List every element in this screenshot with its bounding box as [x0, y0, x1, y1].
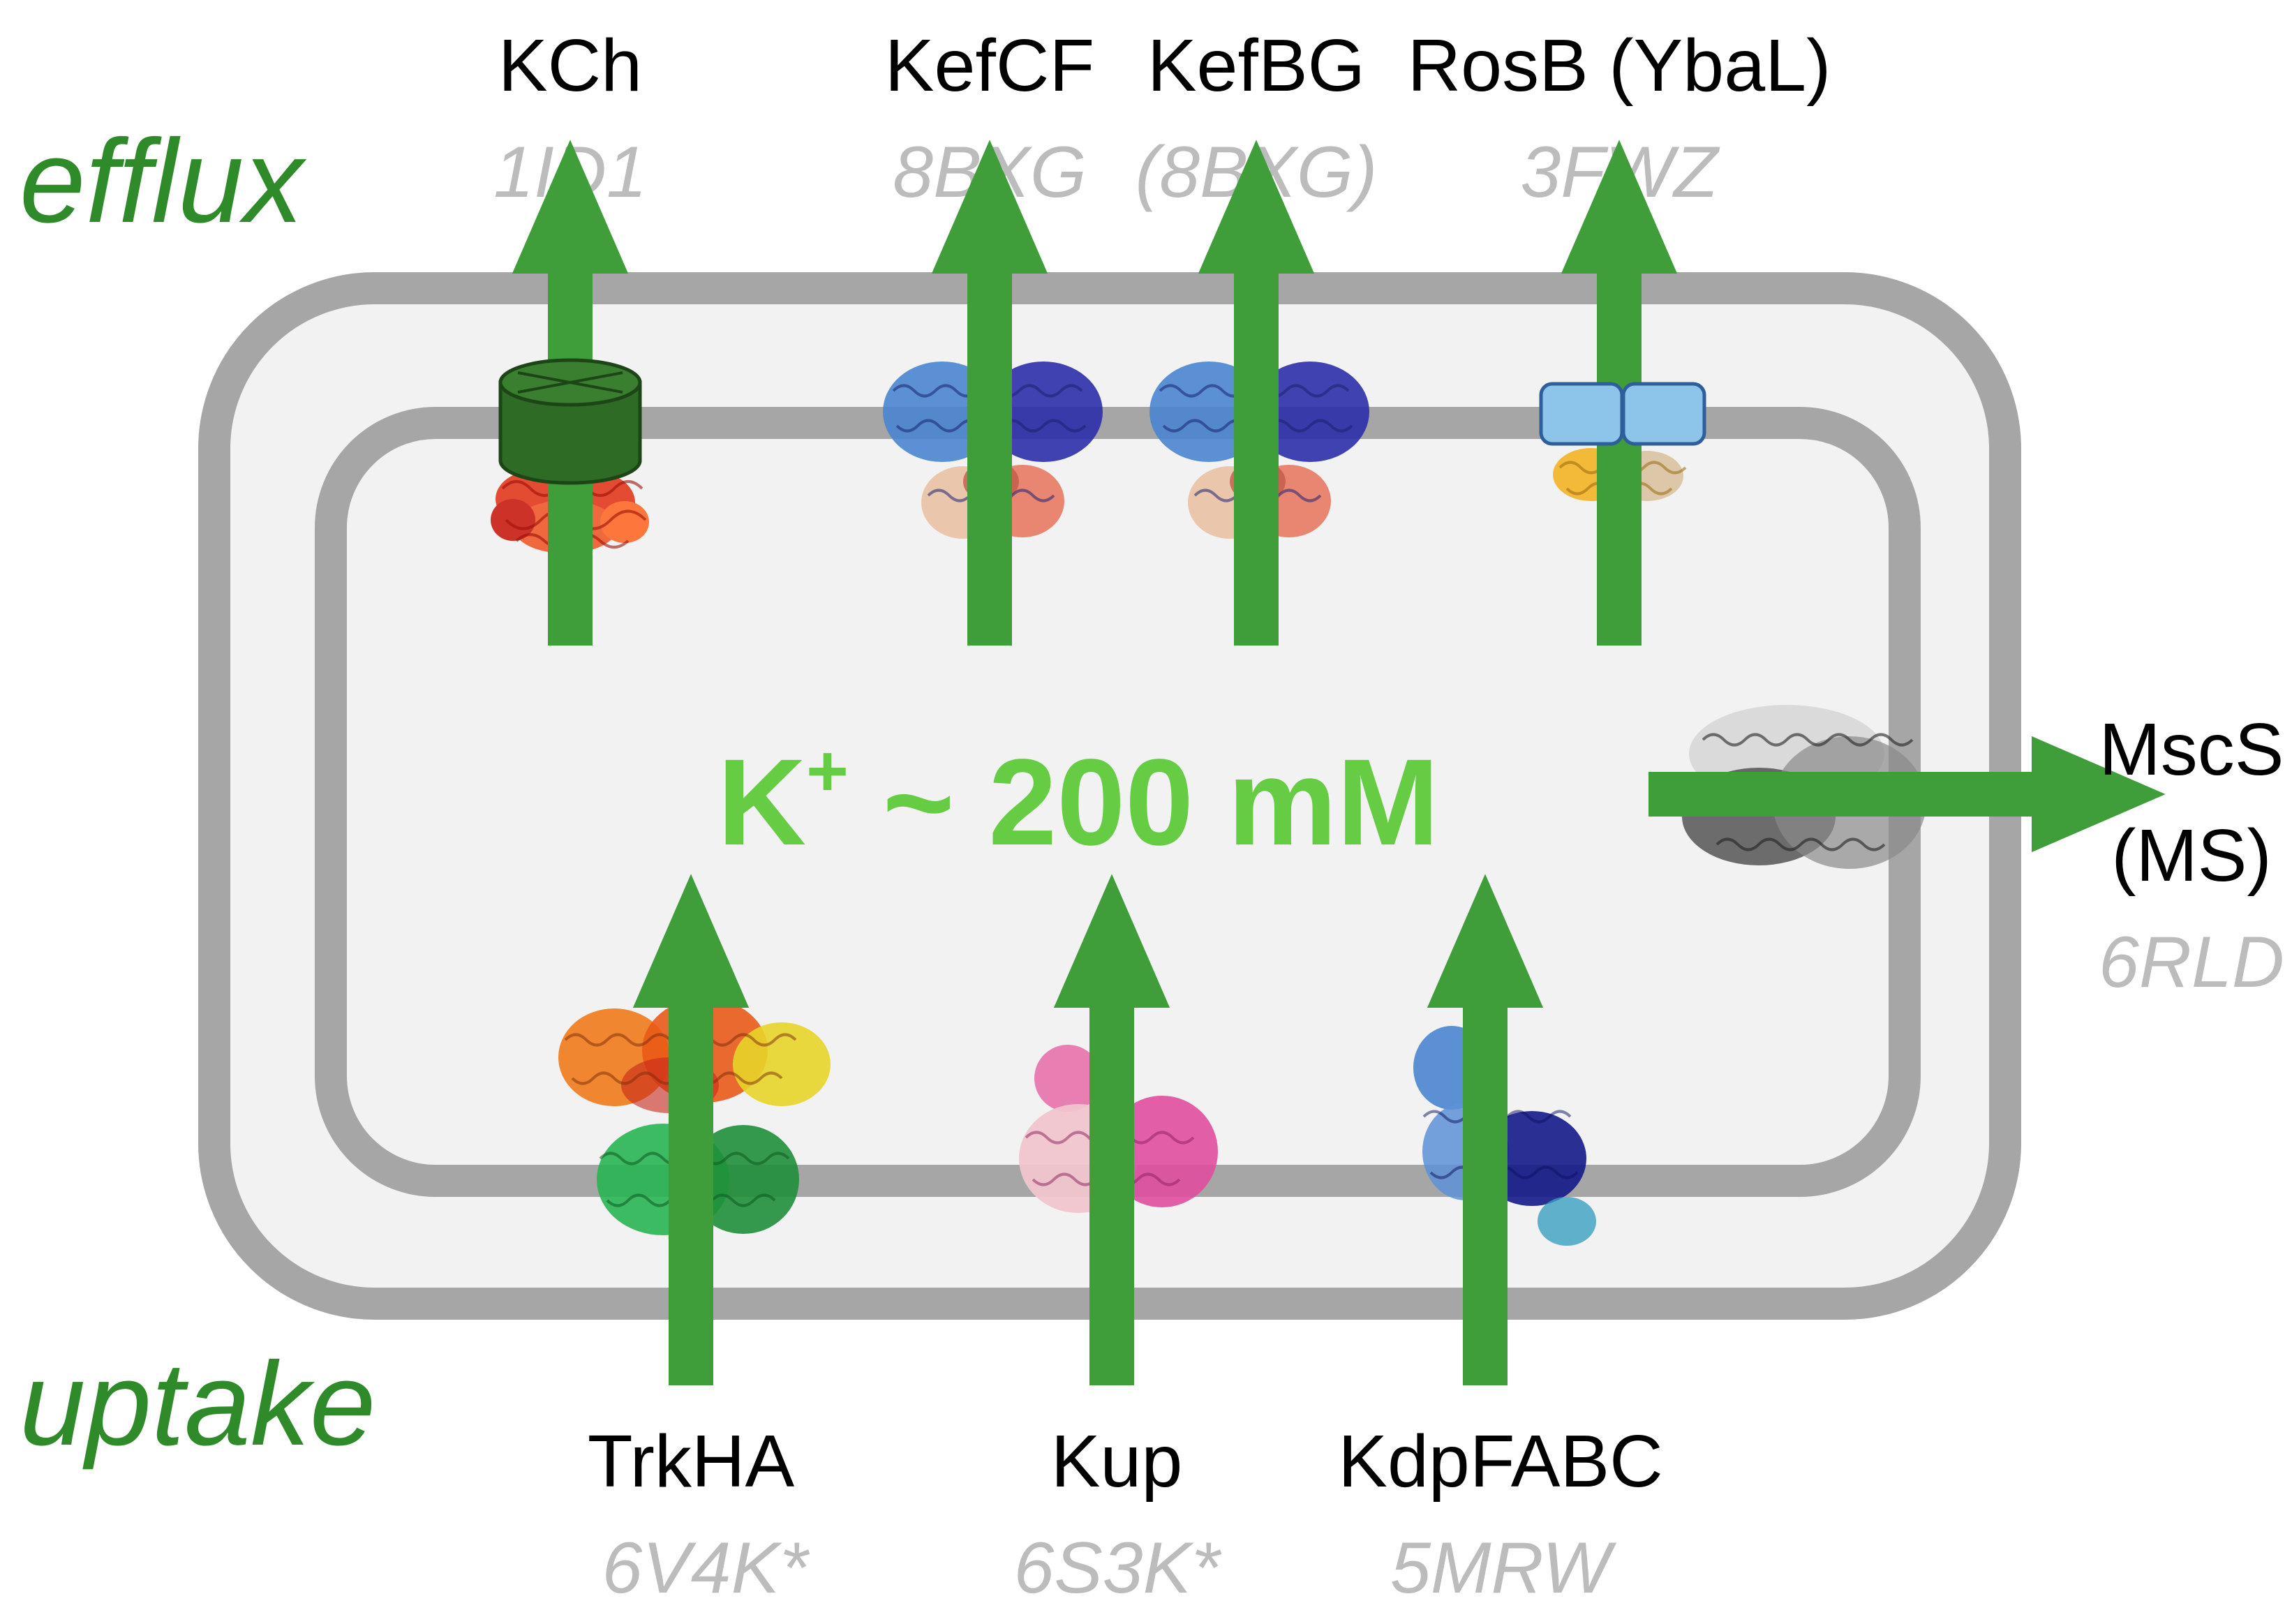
kup-pdb-id: 6S3K*: [1014, 1528, 1222, 1609]
kch-system: KCh 1ID1: [491, 24, 649, 646]
kefcf-system: KefCF 8BXG: [883, 24, 1103, 646]
channel-cylinder-icon: [498, 358, 642, 485]
kefbg-pdb-id: (8BXG): [1136, 132, 1378, 213]
kup-name: Kup: [1051, 1420, 1183, 1503]
kefbg-name: KefBG: [1147, 24, 1365, 107]
mscs-pdb-id: 6RLD: [2099, 922, 2284, 1003]
mscs-system: MscS (MS) 6RLD: [1648, 705, 2284, 1003]
trkha-system: TrkHA 6V4K*: [558, 874, 831, 1609]
trkha-name: TrkHA: [588, 1420, 795, 1503]
kefcf-pdb-id: 8BXG: [893, 132, 1086, 213]
rosb-name: RosB (YbaL): [1408, 24, 1831, 107]
mscs-subtitle: (MS): [2111, 814, 2272, 897]
kefcf-name: KefCF: [885, 24, 1094, 107]
kch-pdb-id: 1ID1: [493, 132, 647, 213]
kdpfabc-name: KdpFABC: [1338, 1420, 1662, 1503]
rosb-pdb-id: 3FWZ: [1520, 132, 1720, 213]
efflux-label: efflux: [20, 115, 306, 248]
kup-system: Kup 6S3K*: [1014, 874, 1222, 1609]
uptake-label: uptake: [20, 1338, 375, 1470]
trkha-pdb-id: 6V4K*: [602, 1528, 810, 1609]
concentration-value: ~ 200 mM: [849, 734, 1439, 871]
kch-name: KCh: [498, 24, 642, 107]
rosb-system: RosB (YbaL) 3FWZ: [1408, 24, 1831, 646]
kefbg-system: KefBG (8BXG): [1136, 24, 1378, 646]
potassium-charge: +: [806, 731, 849, 812]
mscs-name: MscS: [2099, 708, 2284, 791]
kdpfabc-pdb-id: 5MRW: [1390, 1528, 1617, 1609]
potassium-symbol: K: [717, 734, 806, 871]
transporter-block-icon: [1539, 382, 1706, 446]
potassium-concentration: K+ ~ 200 mM: [717, 731, 1439, 871]
kdpfabc-system: KdpFABC 5MRW: [1338, 874, 1663, 1609]
